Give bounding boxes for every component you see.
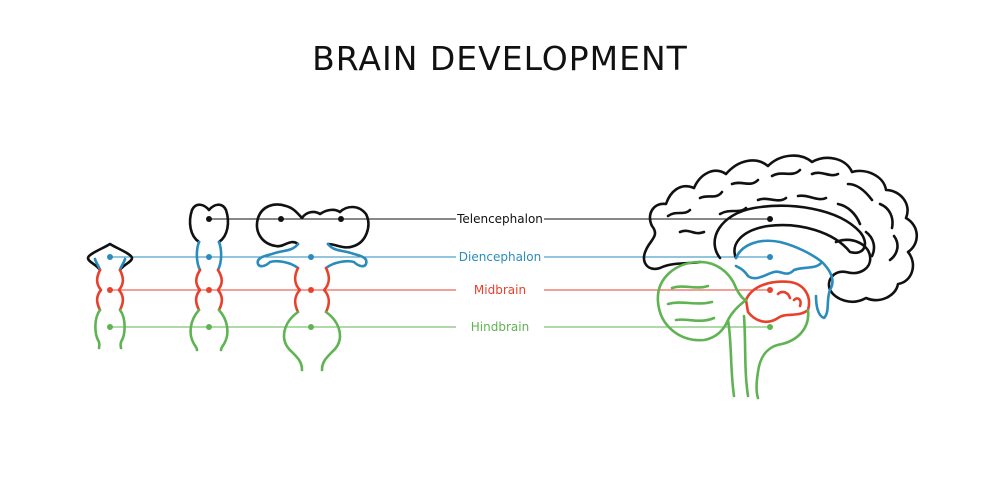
label-diencephalon: Diencephalon [459, 250, 541, 264]
adult-gyri [666, 168, 899, 262]
adult-diencephalon-outline [734, 239, 834, 320]
stage1-midbrain-outline [95, 268, 125, 312]
stage3-dot-telencephalon-right [338, 216, 344, 222]
adult-dot-hindbrain [767, 324, 773, 330]
stage3-dot-diencephalon [308, 254, 314, 260]
adult-dot-telencephalon [767, 216, 773, 222]
stage2-dot-diencephalon [206, 254, 212, 260]
stage3-telencephalon-outline [255, 203, 370, 249]
stage3-diencephalon-outline [256, 242, 368, 270]
embryo-stage-2 [188, 203, 230, 352]
stage2-telencephalon-outline [188, 203, 230, 244]
adult-corpus-callosum [713, 204, 867, 260]
stage3-hindbrain-outline [282, 310, 342, 372]
stage1-hindbrain-outline [94, 308, 126, 350]
stage2-hindbrain-outline [189, 308, 229, 352]
stage3-dot-hindbrain [308, 324, 314, 330]
guide-lines [110, 218, 770, 328]
stage1-diencephalon-inner [93, 257, 127, 272]
stage1-dot-midbrain [107, 287, 113, 293]
adult-dot-midbrain [767, 287, 773, 293]
label-hindbrain: Hindbrain [471, 320, 529, 334]
embryo-stage-3 [255, 203, 370, 372]
page-title: BRAIN DEVELOPMENT [312, 39, 688, 78]
stage3-dot-telencephalon-left [278, 216, 284, 222]
stage2-dot-hindbrain [206, 324, 212, 330]
stage1-dot-hindbrain [107, 324, 113, 330]
stage2-dot-telencephalon [206, 216, 212, 222]
embryo-stage-1 [86, 242, 134, 350]
label-midbrain: Midbrain [474, 283, 526, 297]
stage2-dot-midbrain [206, 287, 212, 293]
stage1-diencephalon-outline [86, 242, 134, 272]
stage1-dot-diencephalon [107, 254, 113, 260]
region-labels: Telencephalon Diencephalon Midbrain Hind… [456, 212, 543, 334]
stage2-diencephalon-outline [195, 240, 223, 272]
adult-brain [642, 154, 919, 400]
adult-cerebrum-outline [642, 154, 919, 303]
stage3-midbrain-outline [293, 266, 331, 314]
label-telencephalon: Telencephalon [456, 212, 543, 226]
adult-dot-diencephalon [767, 254, 773, 260]
adult-midbrain-outline [744, 280, 811, 324]
stage2-midbrain-outline [194, 268, 224, 312]
stage3-dot-midbrain [308, 287, 314, 293]
adult-hindbrain-outline [656, 260, 810, 400]
